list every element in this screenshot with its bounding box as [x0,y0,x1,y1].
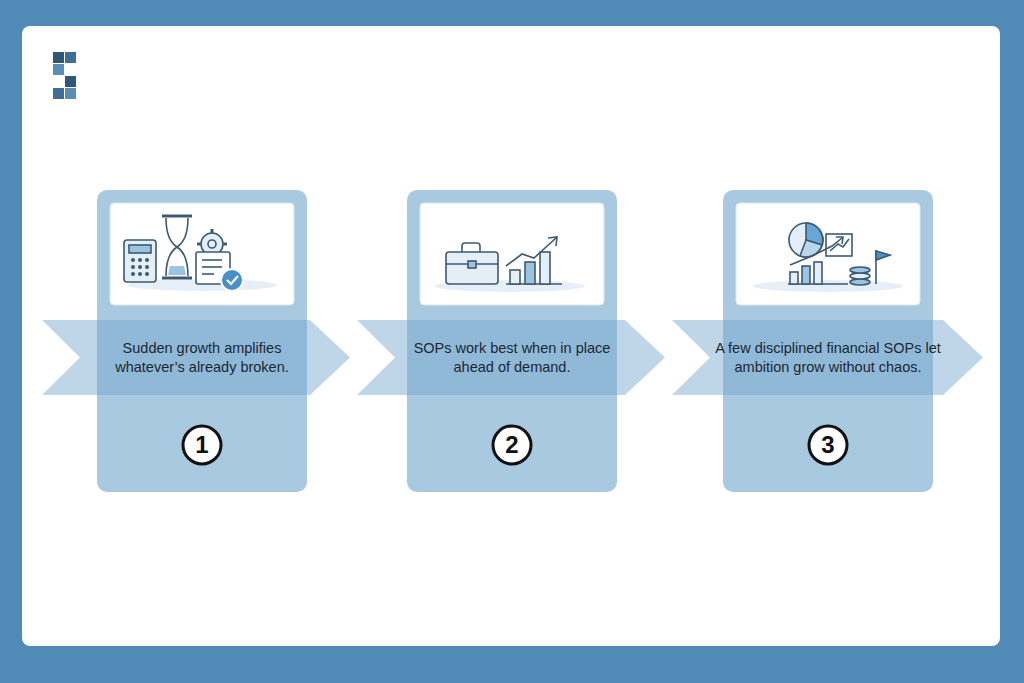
step-card: SOPs work best when in place ahead of de… [407,190,617,492]
step-card: Sudden growth amplifies whatever’s alrea… [97,190,307,492]
chevron-arrow [357,320,665,395]
image-box [736,203,920,305]
chevron-arrow [672,320,983,395]
step-number: 2 [407,430,617,460]
step-card: A few disciplined financial SOPs let amb… [723,190,933,492]
step-text: Sudden growth amplifies whatever’s alrea… [89,320,315,395]
image-box [420,203,604,305]
step-number: 1 [97,430,307,460]
step-number: 3 [723,430,933,460]
image-box [110,203,294,305]
chevron-arrow [42,320,350,395]
financial-discipline-icon [753,223,903,292]
logo [53,52,76,99]
briefcase-growth-icon [435,237,585,292]
growth-problems-icon [124,216,277,291]
step-text: A few disciplined financial SOPs let amb… [715,320,941,395]
white-panel [22,26,1000,646]
step-text: SOPs work best when in place ahead of de… [399,320,625,395]
